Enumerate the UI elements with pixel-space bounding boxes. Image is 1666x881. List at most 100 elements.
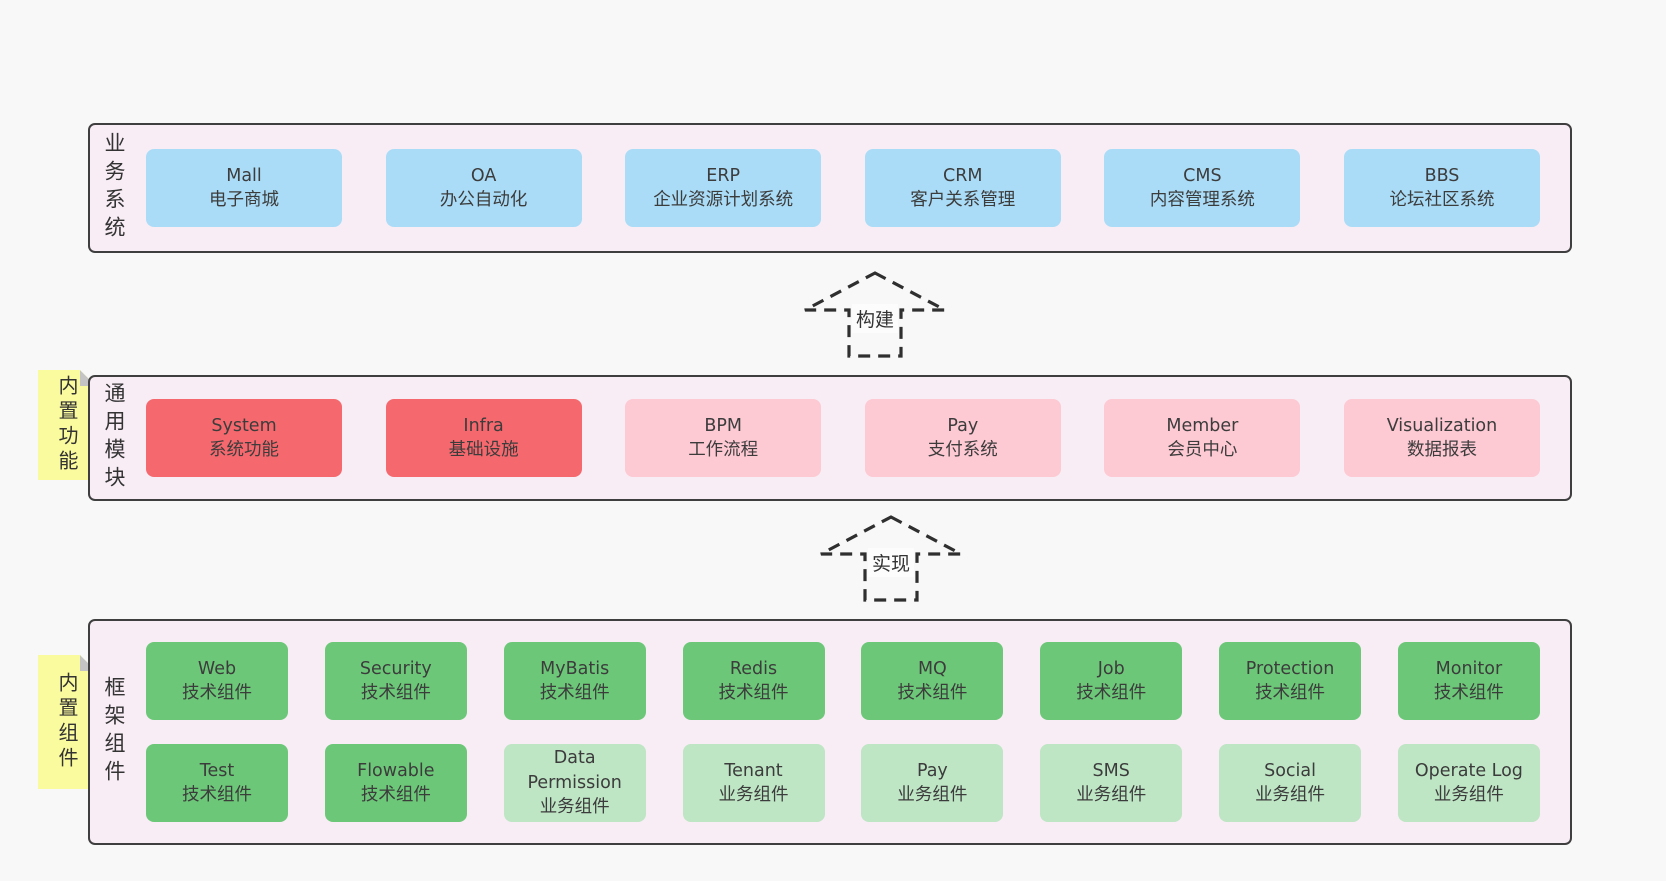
sticky-note-text: 内置功能 [55, 375, 79, 475]
node-bbs: BBS 论坛社区系统 [1343, 149, 1540, 227]
node-title: System [211, 415, 277, 436]
component-row: Web 技术组件 Security 技术组件 MyBatis 技术组件 Redi… [146, 642, 1540, 720]
node-title: Visualization [1386, 415, 1498, 436]
node-title: MQ [917, 658, 947, 679]
node-subtitle: 业务组件 [718, 785, 789, 805]
node-title: Infra [463, 415, 504, 436]
up-block-arrow-icon [820, 515, 962, 602]
node-title: Web [197, 658, 237, 679]
node-pay-business: Pay 业务组件 [861, 744, 1004, 822]
node-mall: Mall 电子商城 [146, 149, 342, 227]
node-subtitle: 工作流程 [688, 440, 759, 460]
node-tenant: Tenant 业务组件 [682, 744, 825, 822]
node-title: Tenant [724, 760, 783, 781]
layer-label-framework-components: 框架组件 [102, 676, 126, 788]
component-row: Mall 电子商城 OA 办公自动化 ERP 企业资源计划系统 CRM 客户关系… [146, 149, 1540, 227]
node-subtitle: 技术组件 [897, 683, 968, 703]
node-subtitle: 企业资源计划系统 [653, 190, 794, 210]
node-visualization: Visualization 数据报表 [1343, 399, 1540, 477]
node-subtitle: 业务组件 [897, 785, 968, 805]
arrow-implement-label: 实现 [867, 548, 915, 577]
node-social: Social 业务组件 [1219, 744, 1362, 822]
node-subtitle: 业务组件 [1076, 785, 1147, 805]
component-row: Test 技术组件 Flowable 技术组件 Data Permission … [146, 744, 1540, 822]
node-title: Job [1097, 658, 1125, 679]
node-title: Pay [916, 760, 948, 781]
node-subtitle: 会员中心 [1167, 440, 1238, 460]
node-subtitle: 业务组件 [1433, 785, 1504, 805]
node-title: CRM [943, 165, 983, 186]
component-row: System 系统功能 Infra 基础设施 BPM 工作流程 Pay 支付系统… [146, 399, 1540, 477]
node-title: OA [470, 165, 497, 186]
node-cms: CMS 内容管理系统 [1104, 149, 1301, 227]
layer-business-systems: 业务系统 Mall 电子商城 OA 办公自动化 ERP 企业资源计划系统 CRM… [88, 123, 1572, 253]
layer-rows: System 系统功能 Infra 基础设施 BPM 工作流程 Pay 支付系统… [146, 399, 1540, 477]
node-subtitle: 技术组件 [539, 683, 610, 703]
layer-label-common-modules: 通用模块 [102, 382, 126, 494]
node-title: Monitor [1435, 658, 1503, 679]
node-mybatis: MyBatis 技术组件 [503, 642, 646, 720]
node-title: Member [1166, 415, 1239, 436]
node-monitor: Monitor 技术组件 [1397, 642, 1540, 720]
node-title: BPM [704, 415, 743, 436]
node-oa: OA 办公自动化 [385, 149, 582, 227]
node-security: Security 技术组件 [324, 642, 467, 720]
layer-label-business-systems: 业务系统 [102, 132, 126, 244]
node-title: ERP [706, 165, 741, 186]
node-pay: Pay 支付系统 [864, 399, 1061, 477]
layer-rows: Web 技术组件 Security 技术组件 MyBatis 技术组件 Redi… [146, 642, 1540, 822]
layer-rows: Mall 电子商城 OA 办公自动化 ERP 企业资源计划系统 CRM 客户关系… [146, 149, 1540, 227]
node-subtitle: 客户关系管理 [910, 190, 1016, 210]
node-subtitle: 业务组件 [1255, 785, 1326, 805]
node-subtitle: 系统功能 [209, 440, 279, 460]
node-subtitle: 业务组件 [539, 797, 610, 818]
node-subtitle: 技术组件 [1076, 683, 1147, 703]
node-subtitle: 电子商城 [209, 190, 279, 210]
node-title: SMS [1092, 760, 1130, 781]
node-operate-log: Operate Log 业务组件 [1397, 744, 1540, 822]
node-title: Social [1264, 760, 1316, 781]
node-redis: Redis 技术组件 [682, 642, 825, 720]
node-subtitle: 技术组件 [1255, 683, 1326, 703]
node-job: Job 技术组件 [1040, 642, 1183, 720]
layer-common-modules: 通用模块 System 系统功能 Infra 基础设施 BPM 工作流程 Pay… [88, 375, 1572, 501]
node-data-permission: Data Permission 业务组件 [503, 744, 646, 822]
node-title: BBS [1424, 165, 1460, 186]
node-title: Pay [947, 415, 979, 436]
node-subtitle: 技术组件 [718, 683, 789, 703]
node-title: Redis [729, 658, 778, 679]
node-subtitle: 技术组件 [182, 785, 252, 805]
layer-framework-components: 框架组件 Web 技术组件 Security 技术组件 MyBatis 技术组件… [88, 619, 1572, 845]
node-title: CMS [1183, 165, 1222, 186]
node-member: Member 会员中心 [1104, 399, 1301, 477]
node-infra: Infra 基础设施 [385, 399, 582, 477]
node-title: Mall [226, 165, 262, 186]
node-test: Test 技术组件 [146, 744, 288, 822]
node-subtitle: 基础设施 [448, 440, 519, 460]
node-title: Operate Log [1414, 760, 1523, 781]
node-sms: SMS 业务组件 [1040, 744, 1183, 822]
node-subtitle: 支付系统 [927, 440, 998, 460]
node-title: Flowable [357, 760, 435, 781]
node-erp: ERP 企业资源计划系统 [625, 149, 822, 227]
node-subtitle: 技术组件 [182, 683, 252, 703]
node-title: Data Permission [527, 748, 622, 793]
node-subtitle: 技术组件 [1433, 683, 1504, 703]
node-title: Security [359, 658, 432, 679]
node-subtitle: 数据报表 [1406, 440, 1477, 460]
node-subtitle: 技术组件 [360, 683, 431, 703]
arrow-implement: 实现 [818, 514, 964, 604]
node-web: Web 技术组件 [146, 642, 288, 720]
node-mq: MQ 技术组件 [861, 642, 1004, 720]
node-subtitle: 论坛社区系统 [1389, 190, 1495, 210]
up-block-arrow-icon [804, 271, 946, 358]
node-title: MyBatis [540, 658, 610, 679]
node-protection: Protection 技术组件 [1219, 642, 1362, 720]
node-subtitle: 技术组件 [360, 785, 431, 805]
node-flowable: Flowable 技术组件 [324, 744, 467, 822]
node-crm: CRM 客户关系管理 [864, 149, 1061, 227]
node-system: System 系统功能 [146, 399, 342, 477]
node-title: Test [199, 760, 235, 781]
sticky-note-text: 内置组件 [55, 672, 79, 772]
